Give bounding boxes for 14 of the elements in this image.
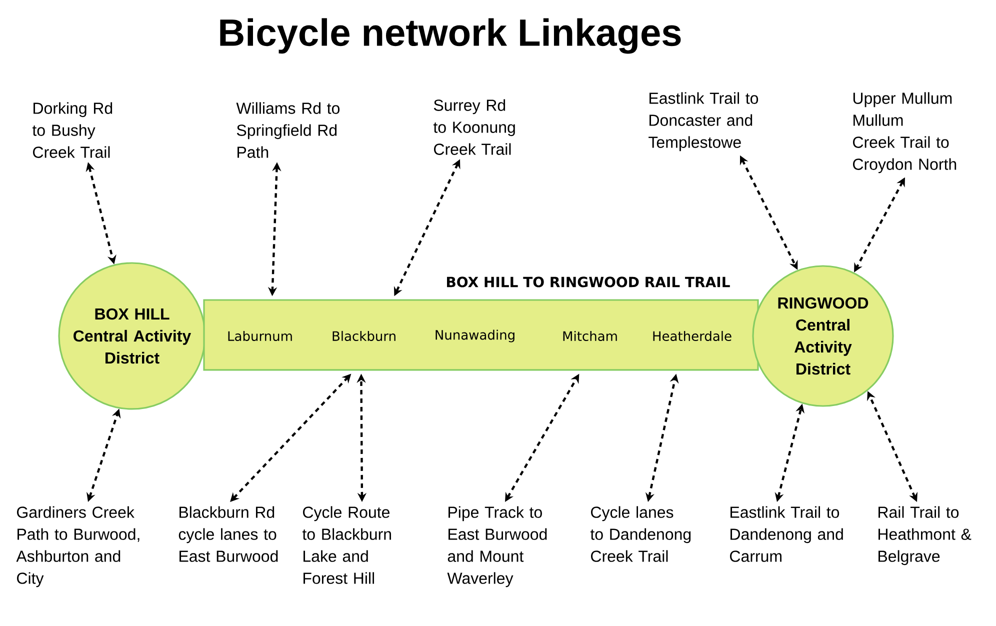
trail-label: Rail Trail to Heathmont & Belgrave <box>878 506 972 566</box>
trail-label: Blackburn Rd cycle lanes to East Burwood <box>178 506 278 562</box>
trail-label: Dorking Rd to Bushy Creek Trail <box>32 102 112 158</box>
trail-label: Williams Rd to Springfield Rd Path <box>236 102 340 158</box>
trail-label: Cycle Route to Blackburn Lake and Forest Hill <box>302 506 391 584</box>
trail-label: Cycle lanes to Dandenong Creek Trail <box>590 506 691 562</box>
trail-label: Upper Mullum Mullum Creek Trail to Croydon North <box>853 92 956 174</box>
trail-label: Eastlink Trail to Dandenong and Carrum <box>730 506 843 562</box>
trail-label: Pipe Track to East Burwood and Mount Waverley <box>447 506 547 588</box>
title: Bicycle network Linkages <box>220 18 681 54</box>
trail-label: Eastlink Trail to Doncaster and Templestowe <box>648 92 758 152</box>
trail-label: Surrey Rd to Koonung Creek Trail <box>433 99 515 155</box>
node-label: BOX HILL TO RINGWOOD RAIL TRAIL <box>447 276 730 288</box>
trail-label: Gardiners Creek Path to Burwood, Ashburton and City <box>16 506 140 588</box>
